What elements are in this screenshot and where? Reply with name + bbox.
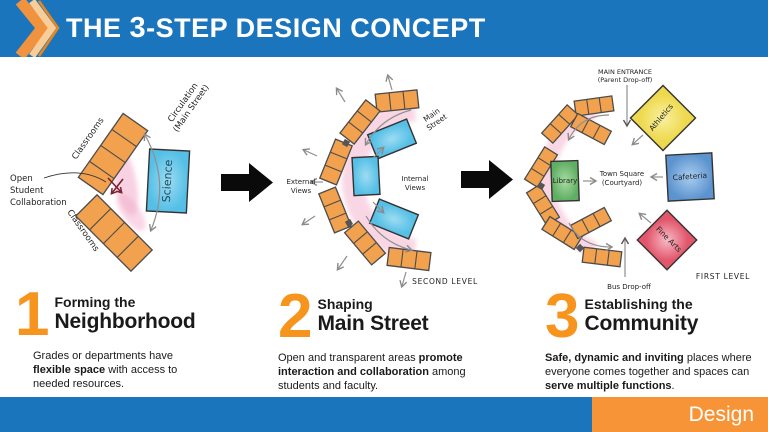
step-description: Safe, dynamic and inviting places where … [545, 352, 752, 392]
svg-text:MAIN ENTRANCE: MAIN ENTRANCE [598, 68, 652, 76]
classroom-bar [374, 89, 420, 113]
title-prefix: THE [66, 13, 130, 43]
svg-text:(Courtyard): (Courtyard) [602, 179, 643, 187]
step-block-3: 3 Establishing the Community Safe, dynam… [545, 282, 768, 393]
step-block-2: 2 Shaping Main Street Open and transpare… [278, 282, 498, 393]
connector-block [536, 181, 546, 191]
step-number: 3 [545, 282, 580, 351]
svg-text:(Parent Drop-off): (Parent Drop-off) [598, 76, 653, 84]
open-collaboration-label: Open Student Collaboration [10, 174, 67, 208]
main-entrance-label: MAIN ENTRANCE (Parent Drop-off) [598, 68, 653, 84]
title-suffix: -STEP DESIGN CONCEPT [146, 13, 486, 43]
step-title-line2: Community [584, 312, 699, 335]
collaboration-flow-arrows [107, 177, 124, 193]
step-arrow-icon [461, 160, 513, 199]
town-square-label: Town Square (Courtyard) [599, 170, 644, 187]
cafeteria-label: Cafeteria [672, 171, 707, 182]
step-description: Grades or departments have flexible spac… [33, 350, 178, 390]
step-number: 1 [15, 280, 50, 349]
slide-title: THE 3-STEP DESIGN CONCEPT [66, 0, 486, 57]
street-flow-arrows [366, 109, 411, 250]
external-views-label: External Views [286, 178, 315, 195]
svg-text:Views: Views [291, 187, 312, 195]
first-level-caption: FIRST LEVEL [696, 272, 750, 281]
svg-text:Town Square: Town Square [599, 170, 644, 178]
step-arrow-icon [221, 163, 273, 202]
view-arrows [303, 76, 406, 286]
classroom-bar [386, 246, 432, 272]
cafeteria-block [665, 152, 715, 202]
circulation-label: Circulation (Main Street) [166, 81, 211, 134]
collaboration-leader-line [43, 172, 107, 183]
glass-block [351, 155, 381, 197]
science-label: Science [160, 159, 175, 202]
footer-section-tab: Design [592, 397, 768, 432]
connector-block [344, 218, 354, 228]
step-title-line2: Neighborhood [54, 310, 196, 333]
step-title-line1: Establishing the [584, 296, 693, 312]
diagram-neighborhood: Science Classrooms Classrooms Circulatio… [10, 81, 212, 272]
svg-text:Open: Open [10, 174, 33, 184]
step-description: Open and transparent areas promote inter… [278, 352, 466, 392]
footer-section-label: Design [688, 403, 754, 426]
svg-text:Collaboration: Collaboration [10, 198, 67, 208]
science-block: Science [145, 148, 191, 214]
svg-text:Views: Views [405, 184, 426, 192]
svg-text:Student: Student [10, 186, 44, 196]
step-block-1: 1 Forming the Neighborhood Grades or dep… [15, 280, 250, 391]
title-number: 3 [129, 12, 147, 44]
svg-text:External: External [286, 178, 315, 186]
main-street-label: Main Street [422, 106, 449, 133]
diagram-community: Library Athletics Cafeteria Fine Arts MA… [523, 68, 750, 291]
step-title-line2: Main Street [317, 312, 429, 335]
library-block [550, 159, 580, 203]
step-title-line1: Forming the [54, 294, 136, 310]
fine-arts-block [636, 209, 698, 271]
chevron-icon [15, 0, 60, 57]
step-title-line1: Shaping [317, 296, 373, 312]
header-bar: THE 3-STEP DESIGN CONCEPT [0, 0, 768, 57]
circulation-arrow [145, 135, 161, 230]
second-level-caption: SECOND LEVEL [412, 277, 478, 286]
connector-block [341, 138, 351, 148]
classroom-bar [581, 246, 623, 268]
step-number: 2 [278, 282, 313, 351]
courtyard-flow-arrows [569, 85, 663, 277]
internal-views-label: Internal Views [402, 175, 429, 192]
svg-text:Internal: Internal [402, 175, 429, 183]
athletics-block [629, 84, 697, 152]
diagram-main-street: Main Street External Views Internal View… [286, 60, 478, 295]
classroom-bar [573, 95, 615, 117]
library-label: Library [553, 177, 577, 185]
bus-dropoff-label: Bus Drop-off [607, 283, 651, 291]
